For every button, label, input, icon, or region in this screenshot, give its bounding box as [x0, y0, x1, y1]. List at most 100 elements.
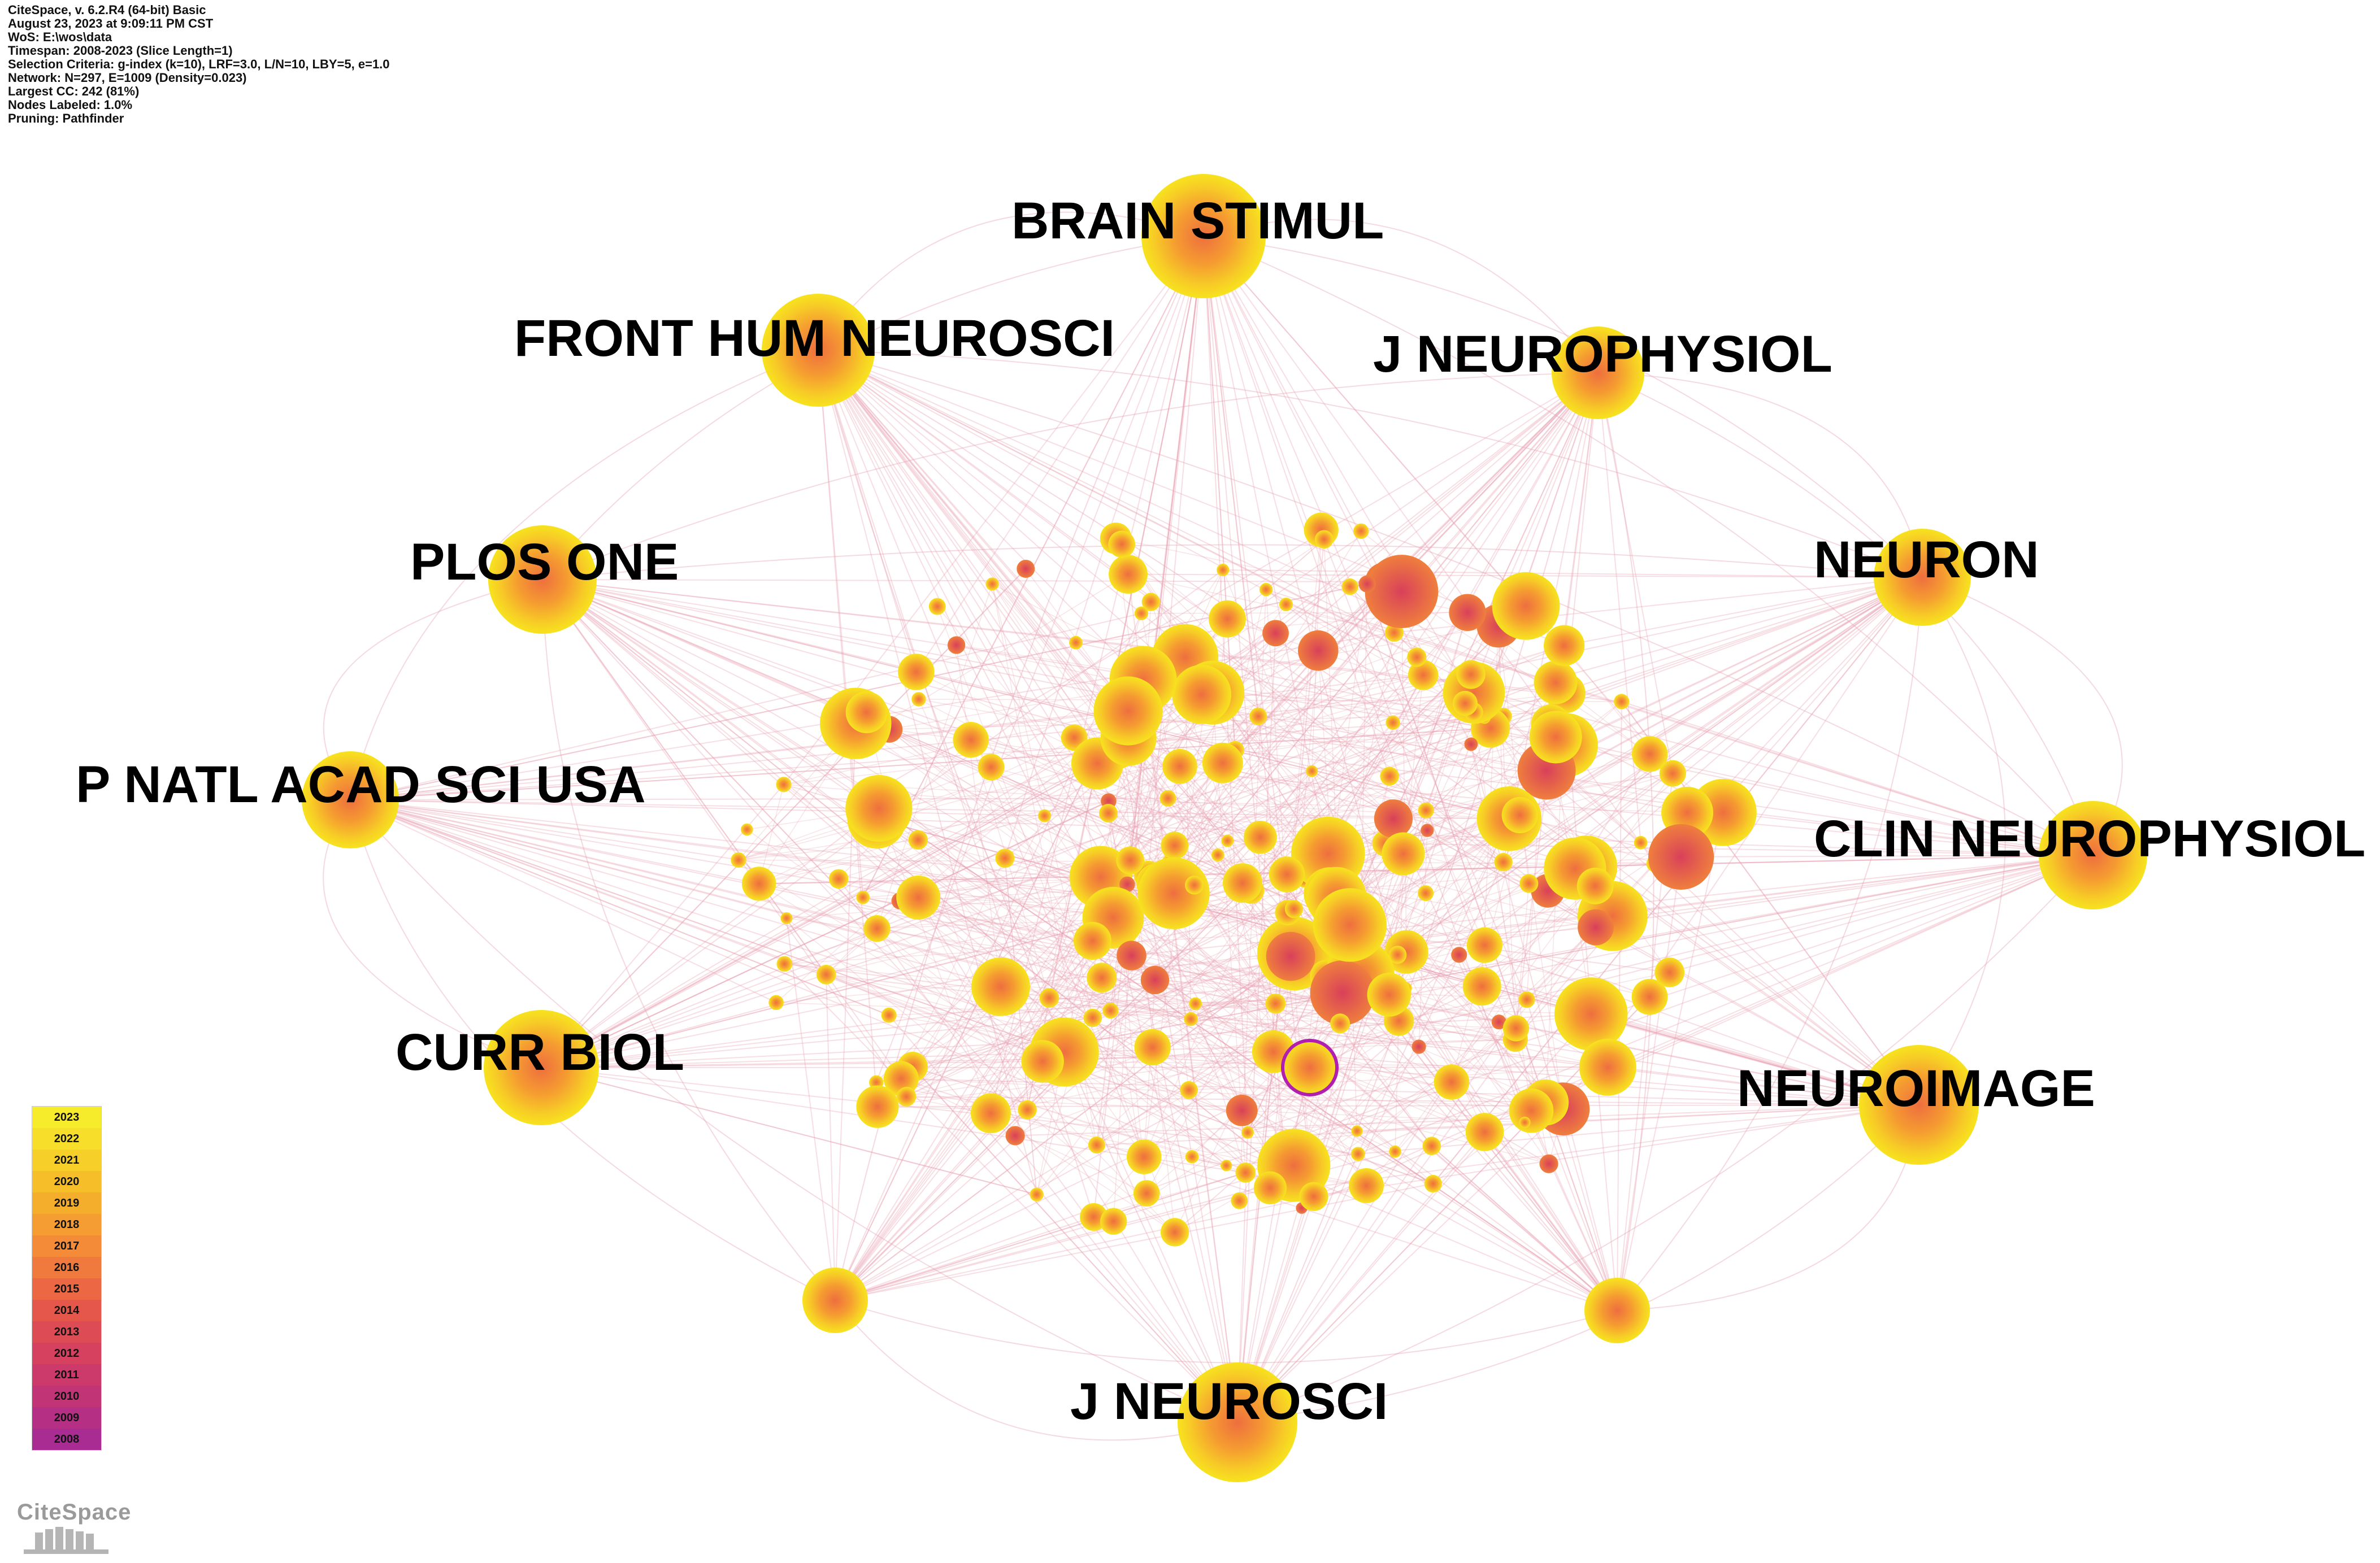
- network-edge: [1108, 800, 1723, 813]
- network-edge: [1069, 1044, 1238, 1423]
- network-node: [1451, 947, 1467, 963]
- legend-year-2021: 2021: [32, 1150, 101, 1171]
- network-edge: [1528, 577, 1923, 884]
- network-edge: [541, 1067, 1037, 1195]
- network-edge: [1458, 954, 1618, 1311]
- network-edge: [876, 818, 1243, 1111]
- network-edge: [350, 710, 1128, 800]
- network-node: [1491, 1015, 1506, 1030]
- network-edge: [906, 815, 1045, 1097]
- network-edge: [1250, 890, 1285, 1147]
- network-node: [1539, 1154, 1558, 1173]
- network-edge: [883, 786, 1111, 1011]
- network-edge: [818, 350, 1314, 1197]
- network-edge: [1357, 927, 1596, 1155]
- network-edge: [900, 770, 1547, 902]
- network-edge: [1563, 577, 1923, 646]
- network-edge: [1226, 1104, 1919, 1166]
- network-edge: [1360, 577, 1923, 975]
- network-node: [970, 1093, 1011, 1134]
- network-node: [985, 577, 999, 591]
- network-node: [1088, 1137, 1105, 1154]
- network-node: [856, 1085, 899, 1128]
- network-edge: [835, 716, 1259, 1301]
- network-edge: [1100, 877, 1434, 1185]
- network-edge: [1126, 236, 1204, 885]
- network-node: [1579, 1038, 1636, 1096]
- network-edge: [1247, 855, 2094, 1133]
- network-edge: [991, 972, 1670, 1114]
- network-node: [1209, 600, 1246, 638]
- network-edge: [1406, 855, 2094, 953]
- network-edge: [1621, 701, 2094, 856]
- network-edge: [1156, 625, 1499, 884]
- network-node: [1117, 941, 1146, 970]
- network-node: [1093, 676, 1163, 746]
- network-edge: [541, 992, 1343, 1068]
- network-node: [1100, 1208, 1127, 1235]
- legend-year-2022: 2022: [32, 1128, 101, 1150]
- network-edge: [1563, 645, 1651, 755]
- network-edge: [350, 799, 878, 929]
- network-edge: [1306, 855, 2094, 1056]
- network-edge: [1290, 1104, 1919, 1191]
- network-node: [1310, 960, 1375, 1026]
- network-edge: [1004, 858, 1037, 1195]
- network-node: [845, 691, 888, 733]
- network-edge: [1617, 812, 1724, 1311]
- network-edge: [1144, 770, 1313, 1157]
- network-node: [1519, 1116, 1531, 1129]
- network-node: [780, 912, 793, 925]
- network-edge: [1203, 236, 1295, 954]
- network-edge: [1237, 633, 1276, 1423]
- network-edge: [1097, 763, 2094, 856]
- network-edge: [918, 897, 1485, 1133]
- network-edge: [1223, 569, 1923, 578]
- citespace-logo: CiteSpace: [12, 1500, 142, 1556]
- network-node: [953, 722, 989, 758]
- network-edge: [818, 350, 1919, 1105]
- network-node: [1418, 885, 1434, 902]
- network-edge: [1275, 855, 2094, 1004]
- network-node: [1039, 988, 1059, 1008]
- network-node: [1299, 1182, 1328, 1211]
- network-node: [1492, 572, 1560, 640]
- network-edge: [1173, 893, 1243, 1111]
- network-edge: [350, 799, 1670, 973]
- network-edge: [889, 994, 1389, 1016]
- network-edge: [776, 926, 1596, 1003]
- network-edge: [1669, 855, 2094, 973]
- network-edge: [889, 729, 1520, 816]
- network-edge: [1130, 372, 1599, 861]
- network-node: [1185, 1150, 1199, 1164]
- network-edge: [826, 974, 836, 1301]
- network-edge: [1393, 818, 1618, 1311]
- network-edge: [818, 350, 1045, 816]
- network-edge: [818, 350, 1037, 1195]
- legend-year-2008: 2008: [32, 1429, 101, 1450]
- hub-node: [762, 294, 875, 407]
- network-edge: [818, 350, 1424, 676]
- network-edge: [1203, 236, 2094, 856]
- network-edge: [542, 579, 902, 1079]
- network-edge: [1389, 737, 1556, 777]
- network-edge: [541, 1060, 1043, 1068]
- network-edge: [1203, 236, 1391, 777]
- network-edge: [835, 986, 1483, 1301]
- network-edge: [818, 350, 1565, 646]
- network-node: [1184, 876, 1204, 895]
- network-edge: [835, 606, 1527, 1301]
- network-edge: [970, 739, 1050, 998]
- network-node: [928, 598, 946, 615]
- network-edge: [350, 799, 889, 1016]
- network-node: [1421, 824, 1434, 837]
- network-edge: [542, 579, 1510, 820]
- network-edge: [759, 855, 2094, 885]
- network-edge: [1143, 979, 1156, 1157]
- network-edge: [818, 350, 1117, 713]
- network-node: [1380, 767, 1399, 786]
- network-node: [1087, 963, 1117, 993]
- network-node: [1017, 559, 1035, 578]
- network-node: [1578, 909, 1614, 946]
- network-edge: [835, 1187, 1271, 1301]
